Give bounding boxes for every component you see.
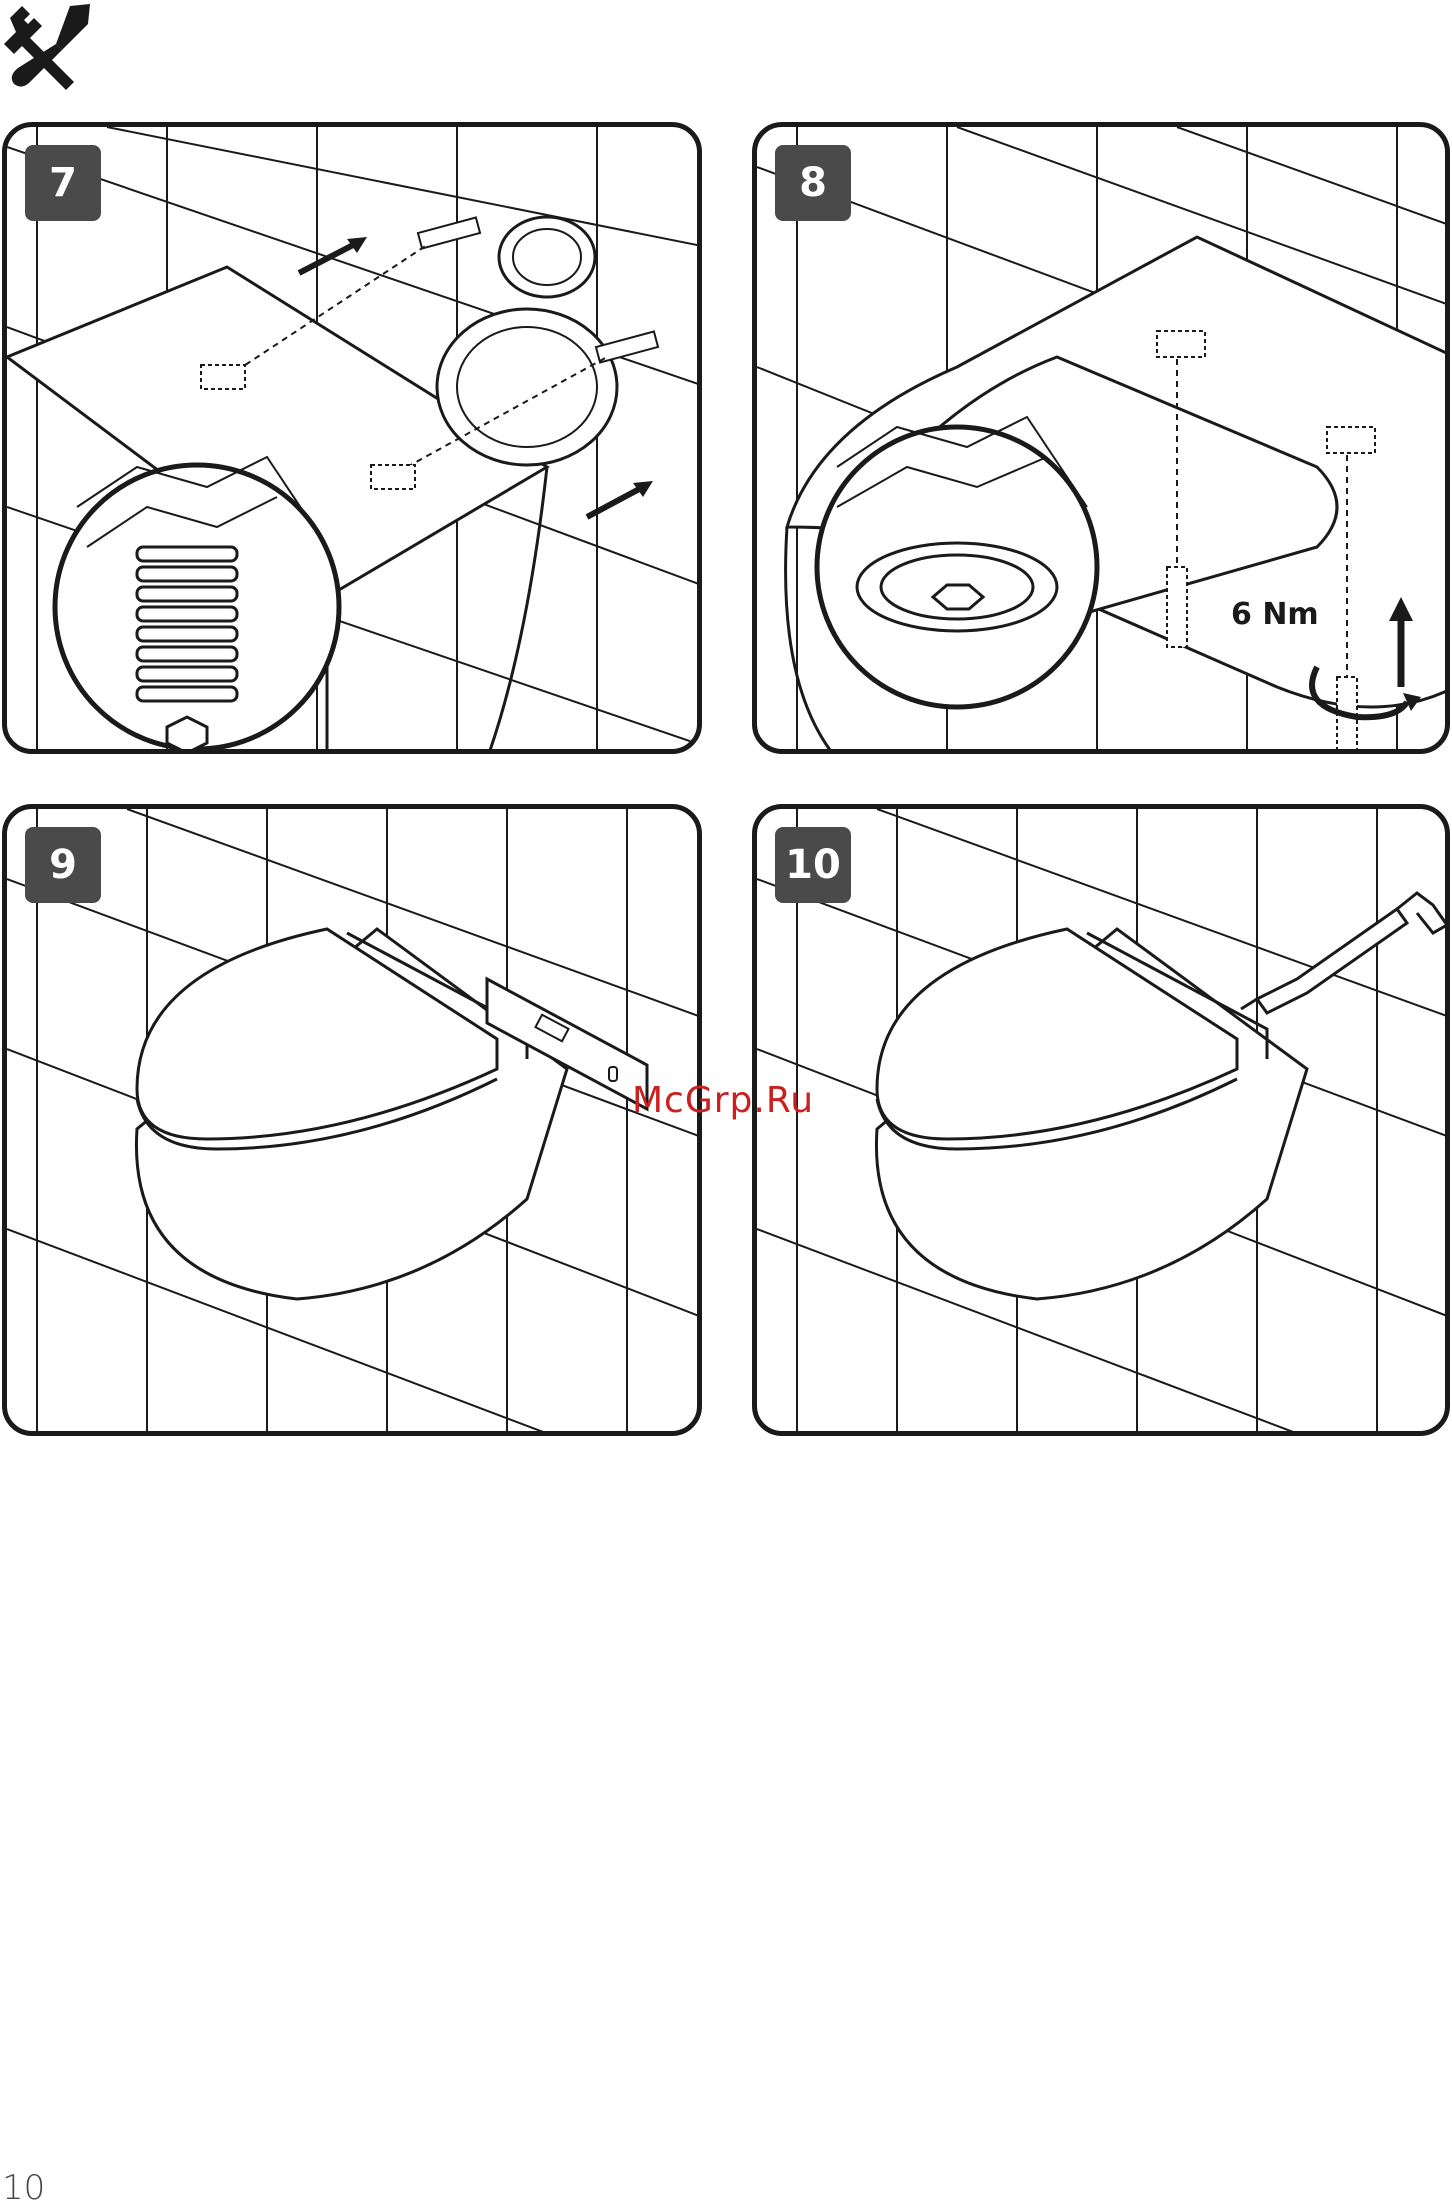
page-number: 10 xyxy=(2,2168,45,2208)
torque-label: 6 Nm xyxy=(1231,597,1319,632)
step-number-badge: 10 xyxy=(775,827,851,903)
step-number-badge: 9 xyxy=(25,827,101,903)
step-10-illustration xyxy=(757,809,1450,1436)
step-number-badge: 7 xyxy=(25,145,101,221)
step-9-panel: 9 xyxy=(2,804,702,1436)
step-9-illustration xyxy=(7,809,702,1436)
watermark: McGrp.Ru xyxy=(632,1080,814,1121)
tools-icon xyxy=(0,0,96,96)
step-7-illustration xyxy=(7,127,702,754)
step-10-panel: 10 xyxy=(752,804,1450,1436)
step-7-panel: 7 xyxy=(2,122,702,754)
step-8-panel: 8 6 Nm xyxy=(752,122,1450,754)
step-number-badge: 8 xyxy=(775,145,851,221)
step-8-illustration xyxy=(757,127,1450,754)
